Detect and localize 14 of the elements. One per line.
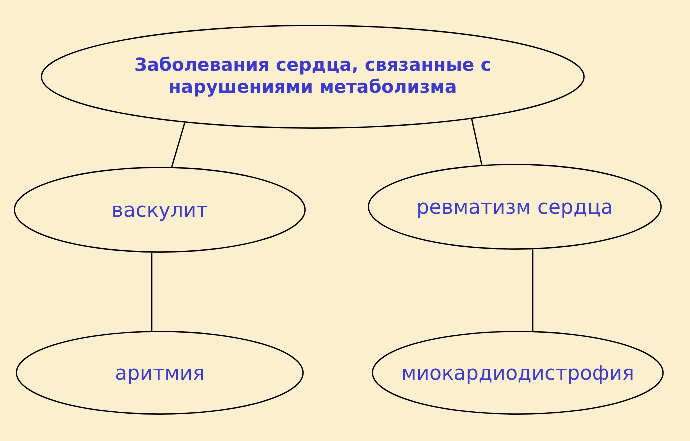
ellipse-node xyxy=(372,331,664,415)
node-label: Заболевания сердца, связанные с нарушениями метаболизма xyxy=(133,54,493,100)
ellipse-node xyxy=(16,331,304,415)
node-label: миокардиодистрофия xyxy=(402,360,634,386)
connector-line xyxy=(532,250,534,332)
node-label: ревматизм сердца xyxy=(416,194,614,220)
ellipse-node xyxy=(14,167,306,253)
ellipse-node xyxy=(368,164,662,250)
node-label: аритмия xyxy=(115,360,205,386)
node-label: васкулит xyxy=(112,198,208,222)
connector-line xyxy=(151,252,153,332)
ellipse-node xyxy=(41,25,585,129)
connector-line xyxy=(471,119,483,166)
connector-line xyxy=(171,122,186,168)
